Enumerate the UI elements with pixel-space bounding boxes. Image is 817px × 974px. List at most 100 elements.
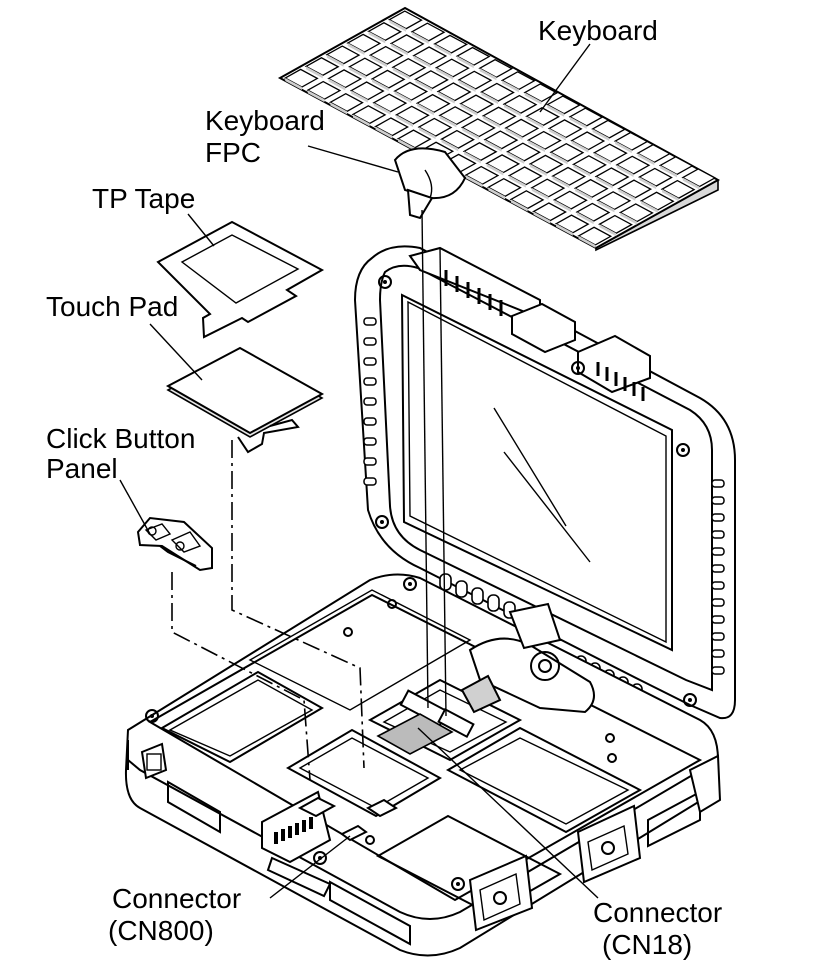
side-slot — [363, 457, 377, 466]
keyboard-key-edge — [549, 128, 566, 141]
keyboard-key-edge — [660, 165, 677, 178]
keyboard-key-edge — [639, 177, 657, 190]
side-slot — [363, 317, 377, 326]
keyboard-key-edge — [661, 189, 679, 202]
keyboard-key-edge — [439, 115, 457, 128]
keyboard-key-edge — [391, 43, 408, 56]
keyboard-key-edge — [637, 153, 655, 166]
display-lid-part — [353, 245, 736, 720]
keyboard-key-edge — [503, 104, 521, 117]
label-connector-cn18-line2: (CN18) — [602, 929, 692, 960]
side-slot — [711, 513, 725, 522]
keyboard-key-edge — [530, 164, 547, 176]
keyboard-key-edge — [592, 129, 610, 141]
keyboard-key-edge — [597, 200, 615, 213]
side-slot — [363, 337, 377, 346]
keyboard-key-edge — [595, 176, 613, 189]
keyboard-key-edge — [554, 199, 572, 212]
side-slot — [363, 437, 377, 446]
keyboard-key — [577, 226, 613, 246]
latch-slot — [274, 832, 278, 844]
keyboard-key — [575, 202, 611, 222]
keyboard-key-edge — [507, 151, 525, 164]
label-keyboard: Keyboard — [538, 15, 658, 46]
keyboard-key — [573, 178, 609, 199]
latch-slot — [281, 829, 285, 841]
keyboard-key-edge — [436, 67, 453, 80]
keyboard-key-edge — [418, 127, 436, 140]
keyboard-key-edge — [682, 177, 700, 190]
side-slot — [363, 397, 377, 406]
keyboard-key — [346, 33, 382, 53]
keyboard-key-edge — [347, 43, 365, 56]
keyboard-key-edge — [616, 164, 634, 177]
side-slot — [711, 666, 725, 675]
label-click-button-line1: Click Button — [46, 423, 195, 454]
latch-slots — [274, 817, 313, 844]
label-tp-tape: TP Tape — [92, 183, 195, 214]
side-slot — [363, 477, 377, 486]
lid-button — [455, 580, 468, 598]
keyboard-key — [394, 105, 430, 125]
keyboard-key — [410, 22, 446, 42]
side-slot — [711, 479, 725, 488]
side-slot — [711, 496, 725, 505]
keyboard-fpc-part — [393, 147, 467, 220]
latch-slot — [309, 817, 313, 829]
lid-button — [439, 573, 452, 591]
keyboard-key-edge — [458, 79, 476, 92]
click-button-panel-part — [136, 516, 213, 572]
keyboard-key-edge — [349, 66, 367, 79]
keyboard-key-edge — [285, 78, 302, 91]
side-slot — [711, 649, 725, 658]
keyboard-key-edge — [641, 200, 658, 213]
keyboard-key-edge — [434, 44, 452, 56]
keyboard-key-edge — [398, 138, 415, 151]
keyboard-key-edge — [306, 66, 323, 79]
keyboard-key-edge — [488, 187, 506, 200]
touch-pad-part — [165, 346, 325, 454]
label-connector-cn18-line1: Connector — [593, 897, 722, 928]
lid-right-vents — [596, 362, 645, 401]
keyboard-key-edge — [599, 224, 617, 237]
label-keyboard-fpc-line2: FPC — [205, 137, 261, 168]
keyboard-key-edge — [326, 54, 344, 67]
lid-left-slots — [363, 317, 377, 486]
label-click-button-line2: Panel — [46, 453, 118, 484]
keyboard-key — [638, 167, 673, 187]
side-slot — [711, 564, 725, 573]
keyboard-key-edge — [465, 175, 483, 188]
keyboard-key-edge — [411, 31, 429, 44]
keyboard-key-edge — [620, 212, 638, 225]
keyboard-key-edge — [462, 127, 480, 140]
side-slot — [711, 632, 725, 641]
lid-button — [471, 587, 484, 605]
keyboard-key-edge — [502, 80, 519, 93]
latch-slot — [295, 823, 299, 835]
keyboard-key-edge — [578, 235, 596, 248]
keyboard-key — [283, 68, 319, 88]
side-slot — [363, 417, 377, 426]
label-touch-pad: Touch Pad — [46, 291, 178, 322]
keyboard-key — [636, 143, 672, 164]
latch-slot — [302, 820, 306, 832]
keyboard-key-edge — [571, 140, 589, 153]
keyboard-key-edge — [328, 78, 346, 91]
keyboard-key-edge — [510, 199, 528, 212]
tp-tape-part — [156, 220, 325, 339]
lid-right-slots — [711, 479, 725, 675]
latch-slot — [288, 826, 292, 838]
keyboard-key-edge — [415, 79, 433, 92]
keyboard-key-edge — [528, 140, 545, 153]
keyboard-key-edge — [486, 163, 504, 176]
side-slot — [711, 530, 725, 539]
keyboard-key-edge — [573, 164, 591, 177]
keyboard-key-edge — [505, 128, 523, 141]
base-chassis-part — [124, 573, 722, 957]
part-labels: Keyboard Keyboard FPC TP Tape Touch Pad … — [46, 15, 722, 960]
keyboard-key-edge — [483, 115, 500, 128]
keyboard-key-edge — [531, 187, 549, 200]
keyboard-key-edge — [351, 90, 368, 103]
side-slot — [711, 547, 725, 556]
